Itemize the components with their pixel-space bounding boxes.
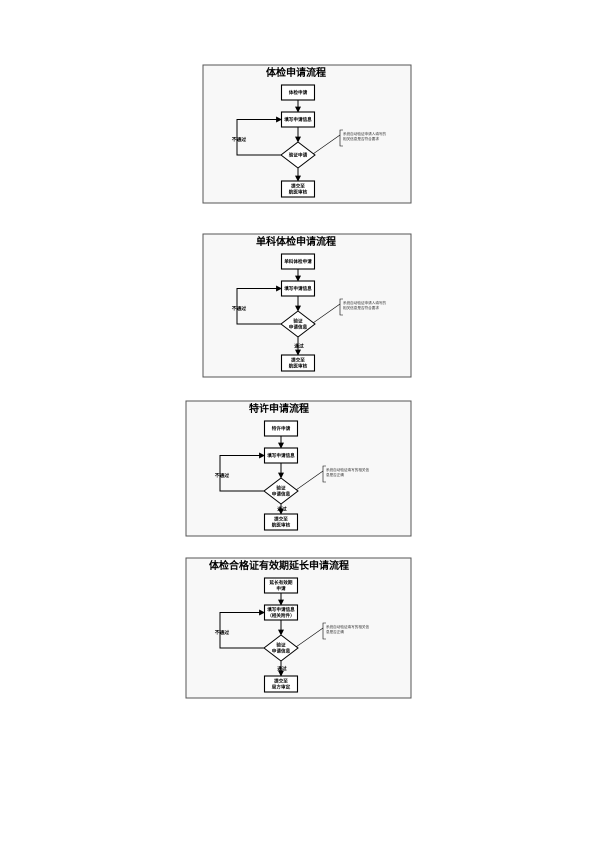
decision-label: 验证: [293, 318, 303, 325]
pass-label: 通过: [277, 506, 287, 513]
step-3-label: 提交至: [274, 678, 288, 685]
reject-label: 不通过: [232, 136, 247, 143]
step-2-label: （相关附件）: [267, 612, 295, 619]
decision-label: 验证: [276, 485, 286, 492]
step-3-label: 航医审核: [288, 189, 308, 196]
step-1-label: 体检申请: [289, 89, 308, 96]
reject-label: 不通过: [215, 629, 230, 636]
step-3-label: 提交至: [291, 357, 305, 364]
callout-note: 息是否正确: [326, 472, 344, 477]
decision-label: 申请信息: [272, 648, 291, 655]
callout-line: [295, 470, 324, 491]
diagram-panel: [185, 557, 412, 699]
diagram-panel: [185, 400, 412, 537]
reject-loop-arrow: [236, 116, 283, 156]
step-1-label: 单科体检申请: [284, 258, 312, 265]
callout-bracket: [322, 622, 326, 640]
pass-label: 通过: [294, 343, 304, 350]
step-2-label: 填写申请信息: [267, 452, 295, 459]
callout-line: [312, 303, 341, 324]
step-1-label: 申请: [276, 585, 286, 592]
step-1-label: 延长有效期: [269, 579, 293, 586]
callout-line: [295, 627, 324, 648]
reject-loop-arrow: [219, 452, 266, 492]
callout-bracket: [339, 129, 343, 147]
step-3-label: 航医审核: [271, 522, 291, 529]
reject-label: 不通过: [232, 305, 247, 312]
flow-title: 体检申请流程: [266, 66, 326, 79]
callout-note: 相关信息是否符合要求: [343, 305, 379, 310]
reject-label: 不通过: [215, 472, 230, 479]
decision-label: 申请信息: [289, 324, 308, 331]
step-2-label: 填写申请信息: [267, 606, 295, 613]
reject-loop-arrow: [236, 285, 283, 325]
flow-title: 体检合格证有效期延长申请流程: [209, 559, 349, 572]
callout-note: 息是否正确: [326, 629, 344, 634]
callout-line: [312, 134, 341, 155]
step-2-label: 填写申请信息: [284, 116, 312, 123]
decision-label: 验证申请: [289, 152, 308, 159]
callout-note: 系统自动验证填写的相关信: [326, 624, 370, 629]
reject-loop-arrow: [219, 609, 266, 649]
callout-note: 系统自动验证申请人填写的: [343, 300, 387, 305]
step-3-label: 局方审定: [272, 684, 291, 691]
step-3-label: 提交至: [274, 516, 288, 523]
decision-label: 申请信息: [272, 491, 291, 498]
callout-note: 系统自动验证申请人填写的: [343, 131, 387, 136]
flow-title: 单科体检申请流程: [256, 235, 336, 248]
callout-bracket: [339, 298, 343, 316]
step-3-label: 航医审核: [288, 363, 308, 370]
pass-label: 通过: [277, 665, 287, 672]
step-2-label: 填写申请信息: [284, 285, 312, 292]
decision-label: 验证: [276, 642, 286, 649]
step-1-label: 特许申请: [272, 425, 291, 432]
flow-title: 特许申请流程: [249, 402, 309, 415]
callout-note: 系统自动验证填写的相关信: [326, 467, 370, 472]
callout-bracket: [322, 465, 326, 483]
callout-note: 相关信息是否符合要求: [343, 136, 379, 141]
step-3-label: 提交至: [291, 183, 305, 190]
